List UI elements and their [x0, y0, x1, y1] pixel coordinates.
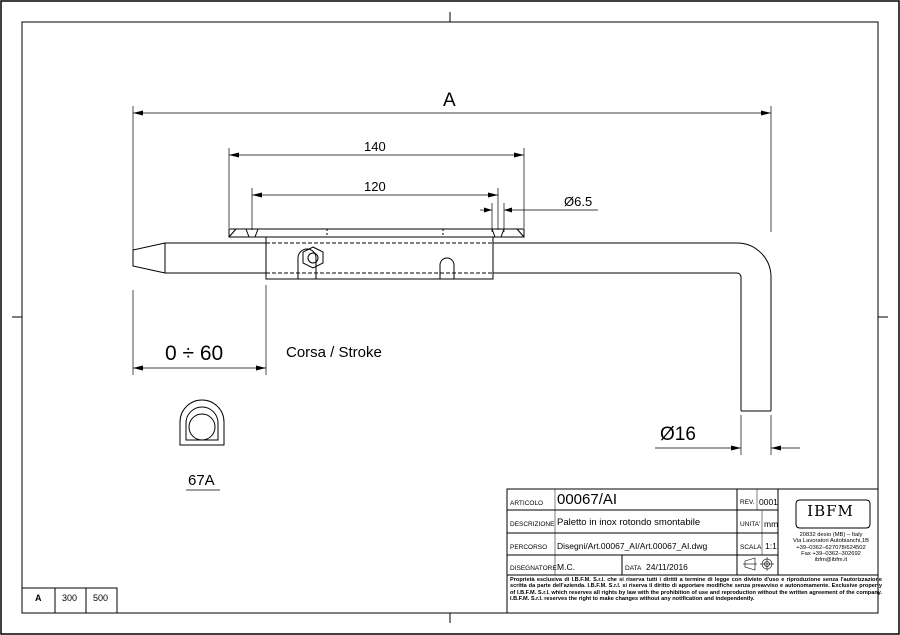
ibfm-logo: IBFM	[807, 502, 854, 520]
dimension-120	[251, 188, 499, 230]
company-line: 20832 desio (MB) – Italy	[799, 532, 863, 538]
size-table-header: A	[35, 593, 42, 603]
company-line: +39–0362–627078/624502	[796, 544, 866, 551]
percorso-value: Disegni/Art.00067_AI/Art.00067_AI.dwg	[557, 541, 708, 551]
title-block	[506, 488, 879, 614]
disegnatore-label: DISEGNATORE	[510, 565, 557, 572]
size-table-value: 300	[62, 593, 78, 603]
company-line: Fax +39–0362–302692	[801, 550, 861, 557]
dim-stroke-label: 0 ÷ 60	[165, 342, 224, 365]
dim-120-label: 120	[364, 179, 386, 194]
size-table	[21, 587, 118, 614]
company-line: ibfm@ibfm.it	[814, 557, 848, 564]
unita-value: mm	[764, 519, 779, 529]
articolo-label: ARTICOLO	[510, 500, 544, 507]
size-table-value: 500	[93, 593, 109, 603]
articolo-value: 00067/AI	[557, 491, 618, 508]
data-value: 24/11/2016	[646, 562, 688, 572]
percorso-label: PERCORSO	[510, 544, 548, 551]
dim-a-label: A	[443, 90, 456, 111]
dim-rod-diameter-label: Ø16	[660, 424, 696, 445]
company-info: 20832 desio (MB) – Italy Via Lavoratori …	[780, 532, 882, 563]
projection-symbol-icon	[743, 557, 774, 571]
centering-marks	[12, 12, 888, 623]
stroke-caption: Corsa / Stroke	[286, 344, 382, 361]
scala-label: SCALA	[740, 544, 762, 551]
legal-notice: Proprietà esclusiva di I.B.F.M. S.r.l. c…	[510, 577, 882, 602]
bolt-assembly	[132, 228, 772, 412]
dimension-rod-diameter	[655, 415, 800, 455]
rev-value: 0001	[759, 497, 778, 507]
section-profile	[179, 399, 225, 446]
rev-label: REV.	[740, 499, 755, 506]
section-label: 67A	[188, 472, 215, 489]
dimension-a	[132, 106, 772, 250]
dim-140-label: 140	[364, 139, 386, 154]
dimension-hole	[480, 203, 598, 232]
company-line: Via Lavoratori Autobianchi,1B	[793, 538, 869, 545]
descrizione-label: DESCRIZIONE	[510, 521, 555, 528]
ibfm-logo-frame	[795, 499, 871, 529]
data-label: DATA	[625, 565, 642, 572]
dim-hole-label: Ø6.5	[564, 194, 593, 209]
descrizione-value: Paletto in inox rotondo smontabile	[557, 517, 701, 528]
disegnatore-value: M.C.	[557, 562, 575, 572]
dimension-stroke	[132, 285, 267, 375]
scala-value: 1:1	[765, 541, 777, 551]
dimension-140	[228, 148, 525, 228]
unita-label: UNITA'	[740, 521, 761, 528]
